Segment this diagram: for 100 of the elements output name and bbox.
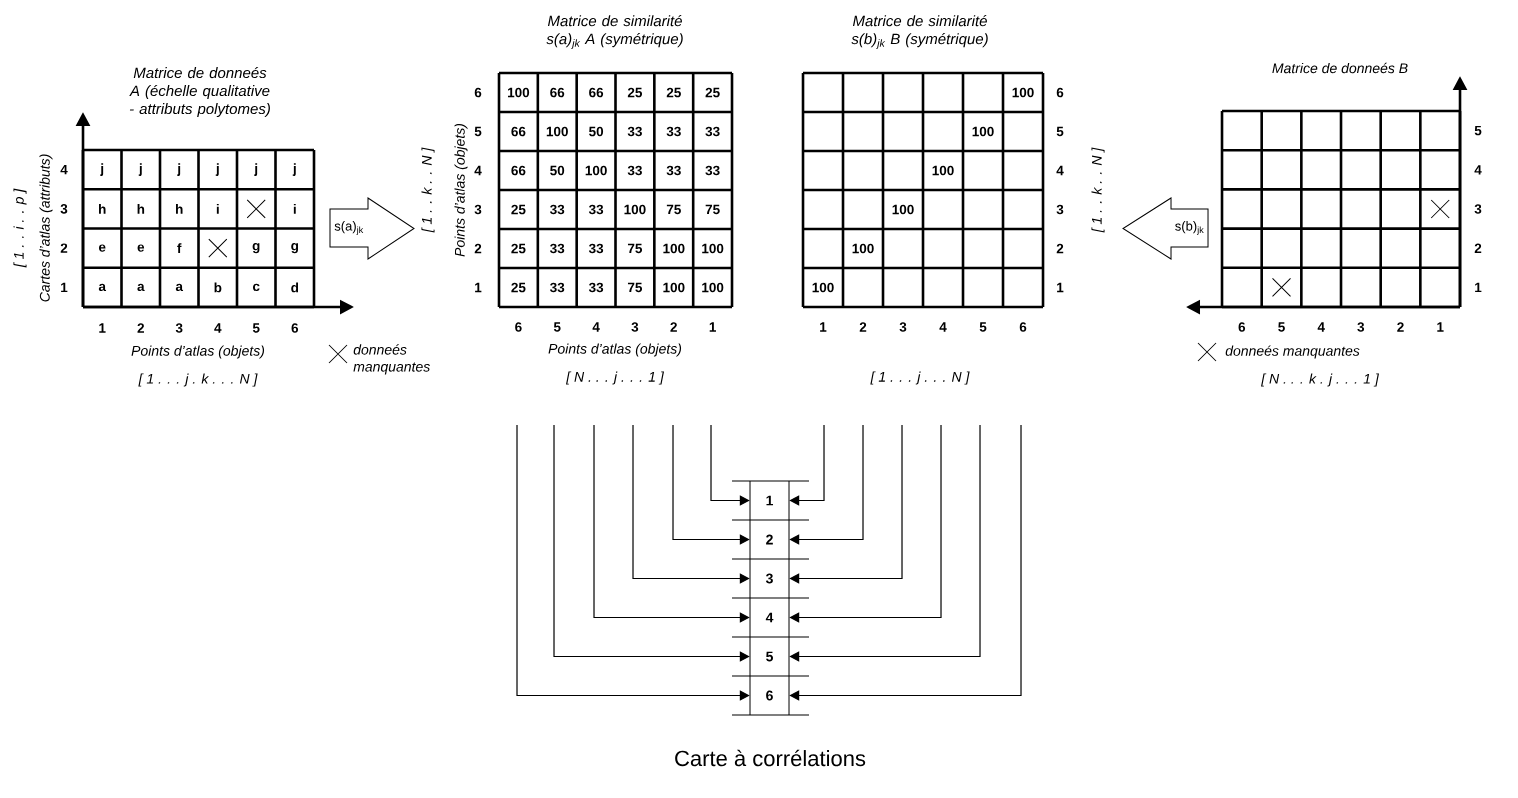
cell-value: 100 (546, 126, 568, 137)
caption: Carte à corrélations (675, 749, 866, 767)
column-number: 2 (859, 322, 867, 332)
cell-value: 25 (666, 87, 681, 98)
cell-value: 100 (663, 243, 685, 254)
row-number: 2 (1474, 243, 1482, 253)
connector-arrow (789, 424, 903, 584)
cell-value: j (292, 163, 296, 176)
index-range-label: [ 1 . . k . . N ] (421, 147, 435, 233)
cell-value: 50 (589, 126, 604, 137)
column-number: 4 (214, 323, 222, 333)
row-number: 1 (475, 282, 482, 293)
row-number: 2 (1056, 243, 1064, 254)
column-number: 3 (1357, 322, 1365, 332)
cell-value: g (252, 243, 260, 254)
index-range-label: [ N . . . k . j . . . 1 ] (1261, 373, 1379, 387)
cell-value: 100 (892, 204, 914, 215)
index-range-label: [ 1 . . . j . . . N ] (870, 371, 970, 385)
row-number: 3 (474, 204, 482, 215)
axis-title: Points d’atlas (objets) (548, 343, 682, 357)
cell-value: 50 (550, 165, 565, 176)
column-number: 4 (939, 322, 947, 332)
connector-arrow (593, 424, 750, 623)
cell-value: e (99, 244, 106, 252)
axis-title: Points d’atlas (objets) (454, 123, 468, 257)
cell-value: 33 (588, 282, 604, 293)
cell-value: i (216, 204, 219, 214)
axis-title: Points d’atlas (objets) (131, 345, 265, 359)
cell-value: j (100, 163, 104, 176)
cell-value: 25 (511, 243, 526, 254)
index-range-label: [ 1 . . k . . N ] (1091, 147, 1105, 233)
column-number: 2 (137, 323, 144, 333)
cell-value: 100 (663, 282, 685, 293)
cell-value: j (138, 163, 142, 176)
connector-arrow (789, 424, 864, 545)
cell-value: c (253, 283, 260, 292)
index-range-label: [ 1 . . . j . k . . . N ] (138, 373, 258, 387)
row-number: 1 (1475, 282, 1482, 293)
cell-value: 25 (705, 87, 720, 98)
cell-value: 66 (589, 87, 604, 98)
row-number: 3 (60, 204, 68, 214)
cell-value: 25 (511, 204, 526, 215)
connector-arrow (516, 424, 750, 701)
index-range-label: [ N . . . j . . . 1 ] (566, 371, 665, 385)
matrix-title: Matrice de similarité s(b)$_{jk}$ B (symétrique) (851, 15, 988, 49)
cell-value: 100 (624, 204, 646, 215)
column-number: 5 (252, 323, 260, 333)
column-number: 5 (979, 322, 987, 332)
cell-value: 33 (550, 243, 565, 254)
cell-value: 100 (972, 126, 994, 137)
cell-value: g (291, 243, 298, 254)
row-number: 4 (60, 164, 68, 175)
row-number: 3 (1056, 204, 1064, 215)
cell-value: i (293, 204, 296, 214)
column-number: 5 (553, 322, 561, 332)
column-number: 6 (1238, 322, 1246, 332)
connector-arrow (672, 424, 750, 545)
connector-arrow (789, 424, 1022, 701)
column-number: 5 (1278, 322, 1285, 332)
cell-value: 33 (705, 165, 720, 176)
column-number: 3 (631, 322, 639, 332)
row-number: 6 (1056, 87, 1064, 98)
legend-text: donneés manquantes (1225, 345, 1360, 359)
row-number: 5 (1056, 126, 1064, 137)
cell-value: 33 (666, 126, 681, 137)
row-number: 1 (61, 282, 68, 293)
matrix-title: Matrice de donneés B (1272, 62, 1408, 74)
column-number: 6 (1019, 322, 1027, 332)
cell-value: 33 (627, 165, 642, 176)
column-number: 2 (1397, 322, 1404, 332)
axis-title: Cartes d’atlas (attributs) (39, 154, 53, 302)
cell-value: 75 (628, 243, 643, 254)
row-number: 2 (60, 243, 68, 253)
cell-value: 100 (508, 87, 530, 98)
cell-value: 75 (628, 282, 643, 293)
cell-value: e (137, 244, 145, 252)
index-range-label: [ 1 . . i . . p ] (13, 188, 27, 268)
cell-value: 33 (627, 126, 642, 137)
row-number: 4 (1056, 165, 1064, 176)
row-number: 5 (1474, 125, 1482, 136)
cell-value: 25 (511, 282, 526, 293)
cell-value: h (137, 204, 145, 214)
column-number: 3 (175, 323, 183, 333)
column-number: 1 (1437, 322, 1444, 332)
matrix-title: Matrice de donneés A (échelle qualitative - attributs polytomes) (129, 66, 270, 118)
cell-value: 100 (702, 282, 724, 293)
row-number: 2 (474, 243, 482, 254)
connector-arrow (789, 424, 981, 662)
cell-value: 75 (705, 204, 720, 215)
cell-value: h (176, 204, 183, 214)
matrix-title: Matrice de similarité s(a)$_{jk}$ A (symétrique) (546, 15, 683, 49)
connector-arrow (789, 424, 942, 623)
connector-arrow (553, 424, 750, 662)
cell-value: 100 (585, 165, 607, 176)
connector-arrow (632, 424, 750, 584)
cell-value: j (215, 163, 219, 176)
legend-text: donneés manquantes (353, 344, 430, 375)
cell-value: f (177, 243, 182, 253)
cell-value: 100 (812, 282, 834, 293)
cell-value: d (291, 282, 299, 293)
